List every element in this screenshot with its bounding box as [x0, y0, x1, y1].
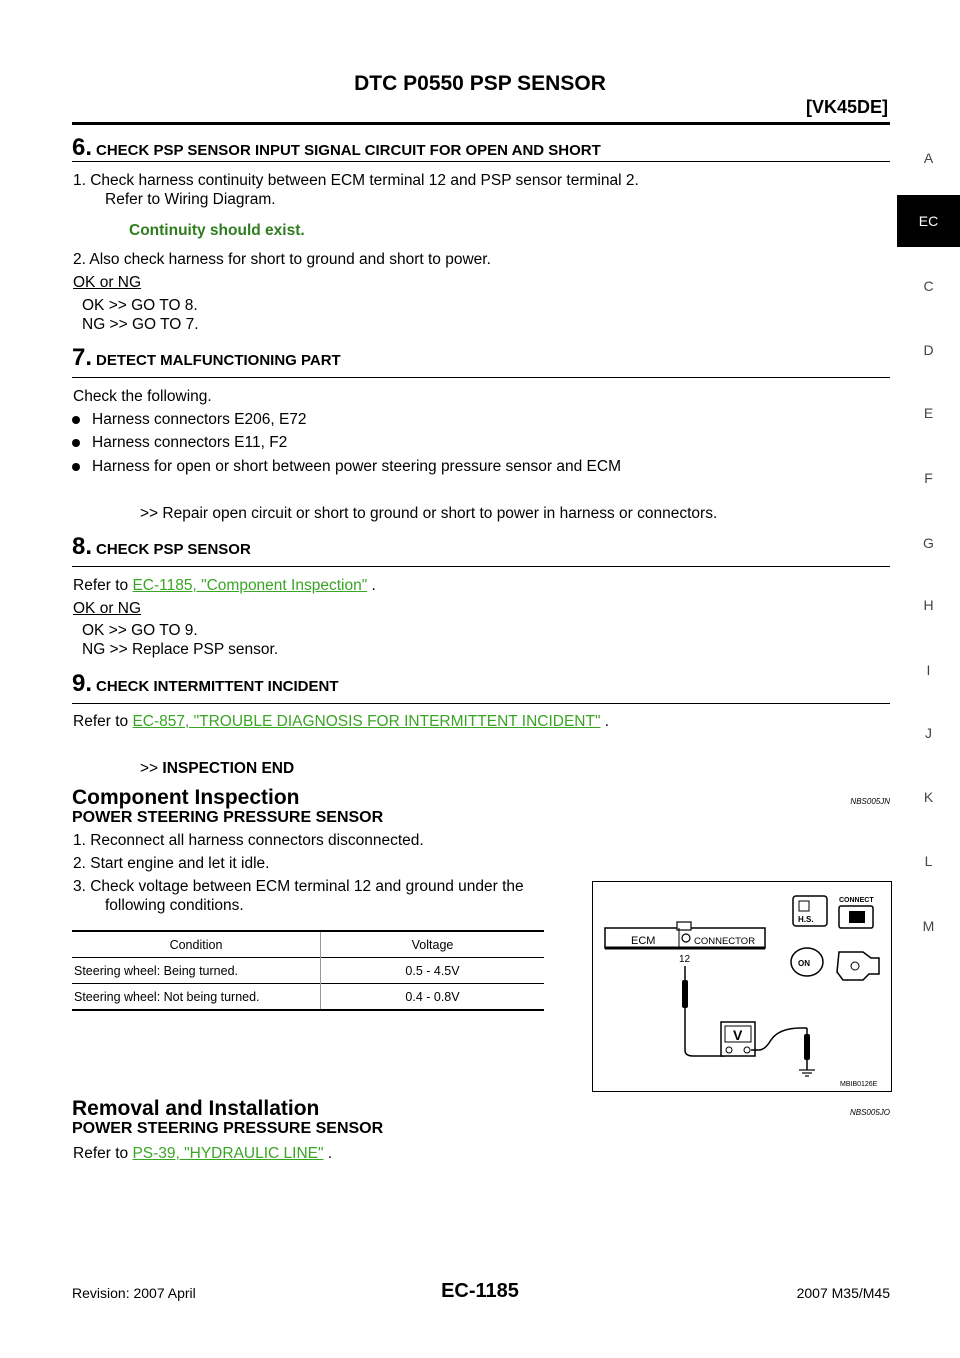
- step-9-heading: 9.CHECK INTERMITTENT INCIDENT: [72, 670, 339, 698]
- terminal-number: 12: [679, 954, 691, 965]
- step-7-action: >> Repair open circuit or short to groun…: [140, 505, 718, 522]
- divider: [72, 161, 890, 162]
- reference-code: NBS005JN: [850, 797, 890, 806]
- voltage-table: Condition Voltage Steering wheel: Being …: [72, 930, 544, 1011]
- ok-or-ng: OK or NG: [73, 600, 142, 617]
- wiring-diagram: ECM CONNECTOR 12 V H.S. CONNECT ON MB: [604, 895, 880, 1088]
- inspection-step-3a: 3. Check voltage between ECM terminal 12…: [73, 878, 524, 895]
- sidebar-letter-a[interactable]: A: [923, 150, 934, 166]
- page-number: EC-1185: [441, 1280, 519, 1302]
- step-6-line-1b: Refer to Wiring Diagram.: [105, 191, 276, 208]
- bullet-icon: [72, 438, 80, 447]
- meter-label: V: [733, 1027, 743, 1043]
- component-inspection-heading: Component Inspection: [72, 786, 300, 809]
- inspection-step-2: 2. Start engine and let it idle.: [73, 855, 270, 872]
- bullet-item: Harness for open or short between power …: [72, 458, 621, 476]
- table-header-row: Condition Voltage: [72, 931, 544, 958]
- sidebar-letter-c[interactable]: C: [923, 278, 934, 294]
- sidebar-letter-m[interactable]: M: [922, 918, 935, 934]
- sidebar-letter-i[interactable]: I: [926, 662, 931, 678]
- connect-label: CONNECT: [839, 897, 874, 904]
- column-header-condition: Condition: [72, 931, 321, 958]
- reference-code: NBS005JO: [849, 1108, 890, 1117]
- engine-code: [VK45DE]: [805, 97, 888, 117]
- inspection-step-3b: following conditions.: [105, 897, 244, 914]
- removal-refer: Refer to PS-39, "HYDRAULIC LINE" .: [73, 1145, 333, 1162]
- hs-label: H.S.: [798, 915, 814, 924]
- voltage-check-figure: ECM CONNECTOR 12 V H.S. CONNECT ON MB: [592, 881, 892, 1092]
- step-6-line-2: 2. Also check harness for short to groun…: [73, 251, 491, 268]
- ok-result: OK >> GO TO 8.: [82, 297, 198, 314]
- ng-result: NG >> GO TO 7.: [82, 316, 199, 333]
- step-title: CHECK INTERMITTENT INCIDENT: [96, 678, 339, 695]
- step-title: CHECK PSP SENSOR INPUT SIGNAL CIRCUIT FO…: [96, 142, 601, 159]
- step-9-refer: Refer to EC-857, "TROUBLE DIAGNOSIS FOR …: [73, 713, 610, 730]
- step-6-heading: 6.CHECK PSP SENSOR INPUT SIGNAL CIRCUIT …: [72, 134, 601, 162]
- harness-disconnect-icon: [792, 895, 828, 927]
- table-row: Steering wheel: Being turned. 0.5 - 4.5V: [72, 957, 544, 984]
- bullet-item: Harness connectors E206, E72: [72, 411, 307, 429]
- header-rule: [72, 122, 890, 125]
- sidebar-letter-e[interactable]: E: [923, 405, 934, 421]
- step-6-line-1: 1. Check harness continuity between ECM …: [73, 172, 639, 189]
- sidebar-tab-ec[interactable]: EC: [897, 195, 960, 247]
- step-number: 7.: [72, 344, 93, 371]
- step-number: 9.: [72, 670, 93, 697]
- removal-subheading: POWER STEERING PRESSURE SENSOR: [72, 1120, 384, 1137]
- footer-revision: Revision: 2007 April: [72, 1285, 196, 1301]
- component-subheading: POWER STEERING PRESSURE SENSOR: [72, 809, 384, 826]
- engine-running-icon: [836, 951, 880, 981]
- step-number: 6.: [72, 134, 93, 161]
- sidebar-letter-k[interactable]: K: [923, 789, 934, 805]
- footer-model: 2007 M35/M45: [796, 1285, 890, 1301]
- sidebar-letter-l[interactable]: L: [924, 853, 933, 869]
- on-label: ON: [798, 959, 810, 968]
- divider: [72, 703, 890, 704]
- column-header-voltage: Voltage: [411, 937, 454, 952]
- step-number: 8.: [72, 533, 93, 560]
- removal-installation-heading: Removal and Installation: [72, 1097, 320, 1120]
- link-hydraulic-line[interactable]: PS-39, "HYDRAULIC LINE": [132, 1145, 324, 1162]
- step-8-heading: 8.CHECK PSP SENSOR: [72, 533, 251, 561]
- spec-text: Continuity should exist.: [129, 222, 305, 239]
- step-7-heading: 7.DETECT MALFUNCTIONING PART: [72, 344, 341, 372]
- sidebar-letter-j[interactable]: J: [925, 725, 932, 741]
- divider: [72, 377, 890, 378]
- sidebar-letter-h[interactable]: H: [923, 597, 934, 613]
- step-8-refer: Refer to EC-1185, "Component Inspection"…: [73, 577, 376, 594]
- ignition-key-icon: [790, 947, 824, 977]
- bullet-icon: [72, 415, 80, 424]
- ng-result: NG >> Replace PSP sensor.: [82, 641, 279, 658]
- divider: [72, 566, 890, 567]
- sidebar-letter-f[interactable]: F: [924, 470, 933, 486]
- ok-or-ng: OK or NG: [73, 274, 142, 291]
- sidebar-letter-g[interactable]: G: [923, 535, 934, 551]
- bullet-icon: [72, 462, 80, 471]
- step-title: DETECT MALFUNCTIONING PART: [96, 352, 341, 369]
- link-component-inspection[interactable]: EC-1185, "Component Inspection": [132, 577, 368, 594]
- figure-code: MBIB0126E: [840, 1081, 878, 1088]
- bullet-item: Harness connectors E11, F2: [72, 434, 287, 452]
- table-row: Steering wheel: Not being turned. 0.4 - …: [72, 983, 544, 1010]
- step-title: CHECK PSP SENSOR: [96, 541, 251, 558]
- sidebar-letter-d[interactable]: D: [923, 342, 934, 358]
- inspection-step-1: 1. Reconnect all harness connectors disc…: [73, 832, 424, 849]
- ecm-label: ECM: [631, 935, 655, 947]
- page-title: DTC P0550 PSP SENSOR: [354, 72, 606, 95]
- link-intermittent-incident[interactable]: EC-857, "TROUBLE DIAGNOSIS FOR INTERMITT…: [132, 713, 601, 730]
- connector-label: CONNECTOR: [694, 936, 755, 947]
- ok-result: OK >> GO TO 9.: [82, 622, 198, 639]
- step-7-intro: Check the following.: [73, 388, 212, 405]
- step-9-action: >> INSPECTION END: [140, 760, 295, 777]
